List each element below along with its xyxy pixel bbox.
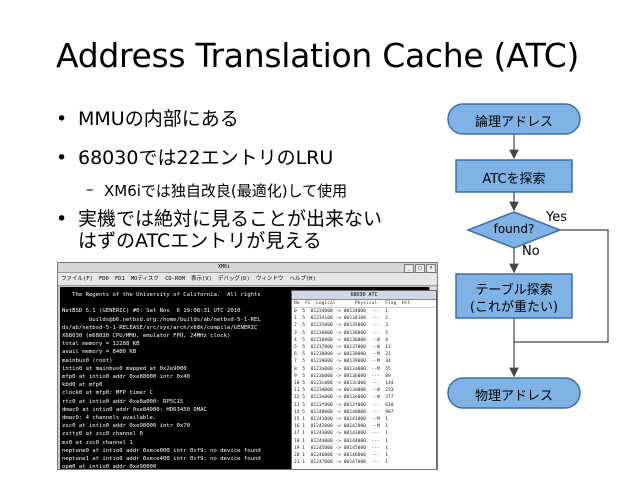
- console-line: neptune1 at intio0 addr 0xece400 intr 0x…: [62, 456, 261, 463]
- atc-row: 2 5 01235000 -> 00135000 --- 3: [294, 323, 389, 329]
- console-line: mainbus0 (root): [62, 357, 113, 364]
- console-line: ds/ab/netbsd-5-1-RELEASE/src/sys/arch/x6…: [62, 324, 258, 331]
- maximize-icon[interactable]: □: [415, 264, 425, 273]
- menu-fd1[interactable]: FD1: [114, 276, 125, 282]
- bullet-text: XM6iでは独自改良(最適化)して使用: [104, 182, 348, 200]
- menu-file[interactable]: ファイル(F): [61, 276, 93, 282]
- atc-row: 8 5 0123a000 -> 0013a000 --M 55: [294, 366, 391, 372]
- atc-window-title: 68030 ATC: [292, 291, 436, 300]
- atc-row: 20 1 01246000 -> 00146000 --- 1: [294, 453, 389, 459]
- bullet-text: 実機では絶対に見ることが出来ない: [78, 208, 383, 230]
- console-line: clock0 at mfp0: MFP timer C: [62, 390, 153, 397]
- atc-row: 11 5 0123d000 -> 0013d000 --W 233: [294, 388, 394, 394]
- console-line: The Regents of the University of Califor…: [62, 292, 261, 298]
- atc-row: 4 5 01236800 -> 00136800 --W 8: [294, 337, 389, 343]
- menu-window[interactable]: ウィンドウ: [255, 276, 284, 282]
- atc-table-header: No FC Logical Physical Flag Hit: [292, 300, 436, 308]
- start-label: 論理アドレス: [474, 115, 553, 130]
- console-line: opm0 at intio0 addr 0xe90000: [62, 464, 157, 469]
- bullet-dot: •: [56, 108, 68, 130]
- menu-help[interactable]: ヘルプ(H): [289, 276, 316, 282]
- bullet-dot: •: [56, 147, 68, 169]
- console-line: zstty0 at zsc0 channel 0: [62, 431, 143, 438]
- console-line: NetBSD 5.1 (GENERIC) #0: Sat Nov 6 19:08…: [62, 308, 241, 315]
- window-title: XM6i: [218, 264, 231, 270]
- no-label: No: [522, 244, 540, 259]
- console-line: mfp0 at intio0 addr 0xe88000 intr 0x40: [62, 374, 190, 381]
- bullet-text: 68030では22エントリのLRU: [78, 147, 334, 169]
- console-line: total memory = 12288 KB: [62, 341, 140, 348]
- atc-row: 16 1 01242000 -> 00142000 --M 1: [294, 424, 389, 430]
- bullet-dash: –: [86, 180, 94, 198]
- decision-label: found?: [493, 222, 535, 236]
- atc-row: 17 1 01243000 -> 00143000 --- 1: [294, 431, 389, 437]
- console-line: rtc0 at intio0 addr 0xe8a000: RP5C15: [62, 398, 184, 405]
- atc-row: 1 5 01234100 -> 00134100 --- 2: [294, 316, 389, 322]
- menu-debug[interactable]: デバッグ(D): [217, 276, 250, 282]
- close-icon[interactable]: ×: [426, 264, 436, 273]
- atc-row: 15 1 01241000 -> 00141000 --M 1: [294, 417, 389, 423]
- bullet-text: はずのATCエントリが見える: [78, 230, 322, 252]
- atc-row: 6 5 01238000 -> 00138000 --M 21: [294, 352, 391, 358]
- menu-fd0[interactable]: FD0: [98, 276, 109, 282]
- console-line: X68030 (m68030 CPU/MMU, emulator FPU, 24…: [62, 333, 231, 340]
- console-line: dmac0 at intio0 addr 0xe84000: HD63450 D…: [62, 406, 207, 413]
- console-line: dmac0: 4 channels available.: [62, 415, 157, 422]
- atc-row: 14 5 01240000 -> 00140000 --- 987: [294, 409, 394, 415]
- menu-view[interactable]: 表示(V): [190, 276, 212, 282]
- atc-row: 18 1 01244000 -> 00144000 --- 1: [294, 438, 389, 444]
- bullet-dot: •: [56, 208, 68, 230]
- console-text: The Regents of the University of Califor…: [60, 287, 430, 469]
- atc-window: 68030 ATC No FC Logical Physical Flag Hi…: [291, 290, 437, 469]
- minimize-icon[interactable]: _: [404, 264, 414, 273]
- table-search-label-1: テーブル探索: [475, 283, 553, 298]
- atc-row: 9 5 0123b000 -> 0013b000 --- 89: [294, 373, 391, 379]
- menu-mo[interactable]: MOディスク: [130, 276, 160, 282]
- window-controls: _ □ ×: [404, 264, 436, 273]
- end-label: 物理アドレス: [474, 389, 553, 404]
- yes-label: Yes: [546, 210, 567, 225]
- slide-title: Address Translation Cache (ATC): [56, 36, 580, 75]
- bullet-text: MMUの内部にある: [78, 108, 239, 130]
- console-line: zsc0 at intio0 addr 0xe98000 intr 0x70: [62, 423, 190, 430]
- console-line: intio0 at mainbus0 mapped at 0x2e9000: [62, 365, 187, 372]
- atc-row: 19 1 01245000 -> 00145000 --- 1: [294, 445, 389, 451]
- console-line: builds@b6.netbsd.org:/home/builds/ab/net…: [62, 316, 261, 323]
- atc-row: 12 5 0123e000 -> 0013e000 --W 377: [294, 395, 394, 401]
- console-line: neptune0 at intio0 addr 0xece000 intr 0x…: [62, 447, 261, 454]
- atc-row: 0 5 01234000 -> 00134000 --- 1: [294, 309, 389, 314]
- atc-row: 5 5 01237000 -> 00137000 --W 13: [294, 345, 391, 351]
- atc-row: 3 5 01236000 -> 00136000 --- 5: [294, 330, 389, 336]
- menu-cdrom[interactable]: CD-ROM: [165, 276, 185, 282]
- atc-row: 13 5 0123f000 -> 0013f000 --- 610: [294, 402, 394, 408]
- emulator-window: XM6i _ □ × ファイル(F) FD0 FD1 MOディスク CD-ROM…: [57, 262, 438, 470]
- atc-table: 0 5 01234000 -> 00134000 --- 1 1 5 012341…: [292, 308, 436, 466]
- window-titlebar: XM6i _ □ ×: [58, 263, 437, 273]
- console-line: ms0 at zsc0 channel 1: [62, 439, 133, 446]
- atc-row: 10 5 0123c000 -> 0013c000 --- 144: [294, 381, 394, 387]
- console-line: kbd0 at mfp0: [62, 382, 103, 389]
- atc-row: 21 1 01247000 -> 00147000 --- 1: [294, 460, 389, 466]
- atc-row: 7 5 01239000 -> 00139000 --M 34: [294, 359, 391, 365]
- menu-bar: ファイル(F) FD0 FD1 MOディスク CD-ROM 表示(V) デバッグ…: [58, 273, 437, 286]
- table-search-label-2: (これが重たい): [469, 300, 559, 315]
- atc-search-label: ATCを探索: [482, 172, 546, 187]
- console-line: avail memory = 8400 KB: [62, 349, 137, 356]
